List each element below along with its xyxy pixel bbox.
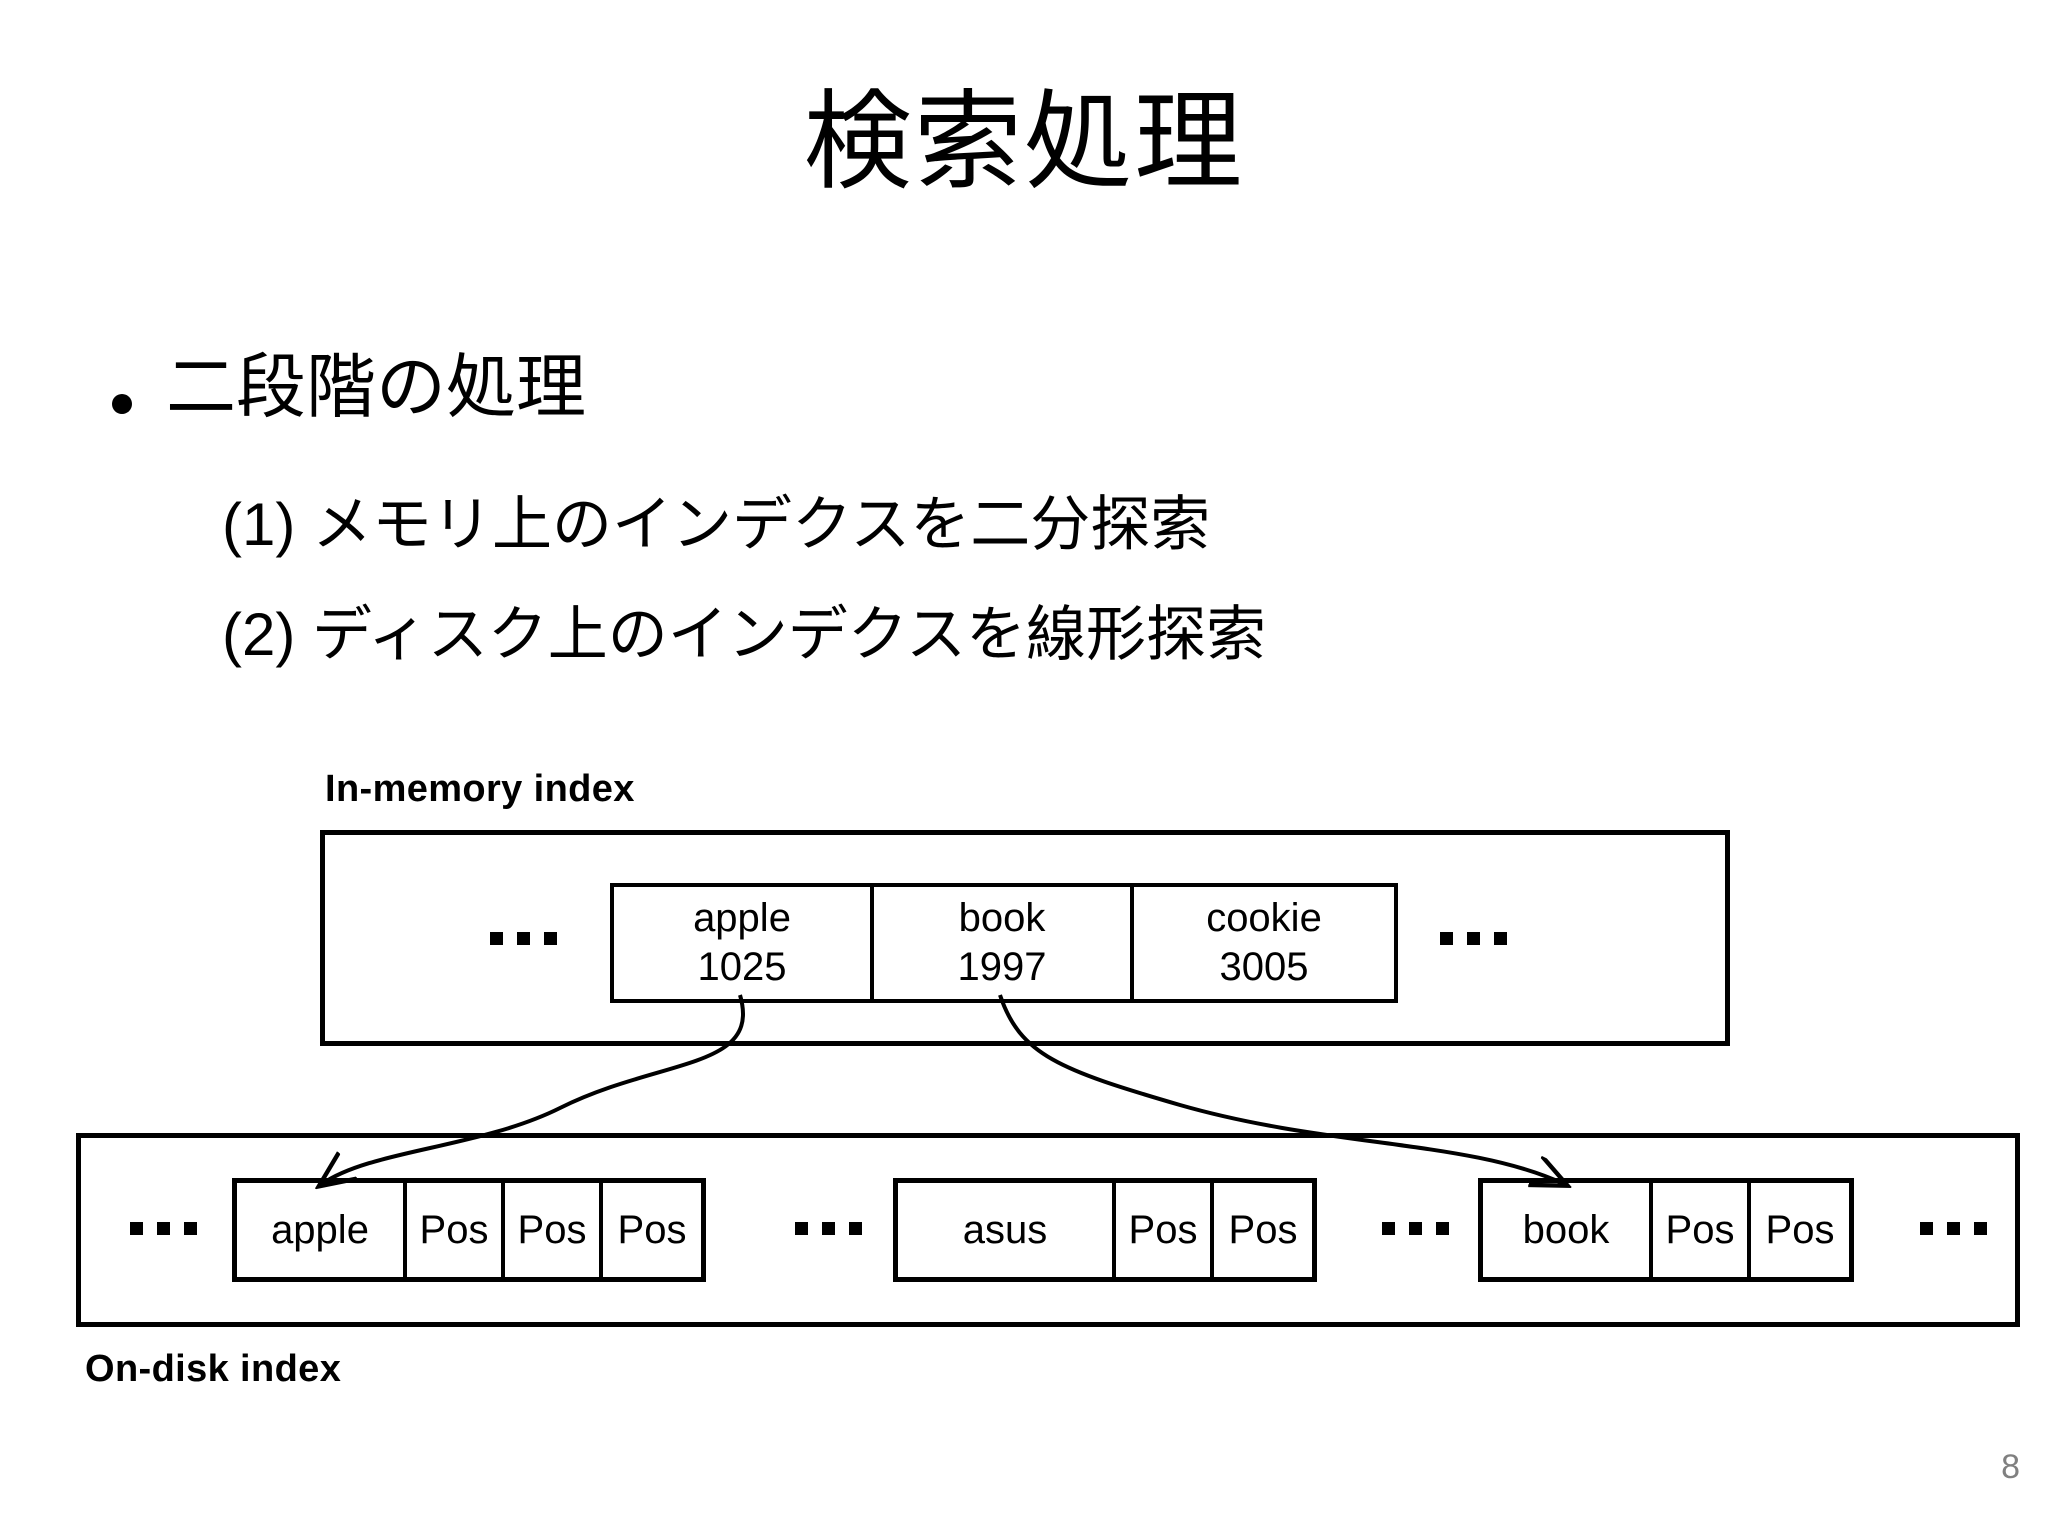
in-memory-entry-pos: 1025 [697,945,787,989]
bullet-item-label: 二段階の処理 [166,348,586,426]
page-number: 8 [2001,1448,2020,1486]
on-disk-ellipsis-1-icon [795,1222,862,1235]
on-disk-group-apple[interactable]: apple Pos Pos Pos [232,1178,706,1282]
on-disk-ellipsis-2-icon [1382,1222,1449,1235]
on-disk-index-label: On-disk index [85,1348,342,1390]
on-disk-pos-cell: Pos [407,1183,505,1277]
in-memory-entry-cookie[interactable]: cookie 3005 [1134,887,1394,999]
on-disk-group-key: apple [237,1183,407,1277]
in-memory-entry-word: book [958,896,1046,941]
on-disk-pos-cell: Pos [505,1183,603,1277]
bullet-item: 二段階の処理 [112,352,586,422]
on-disk-pos-cell: Pos [1765,1207,1835,1252]
page-title: 検索処理 [803,81,1245,202]
on-disk-group-key: book [1483,1183,1653,1277]
in-memory-entry-list: apple 1025 book 1997 cookie 3005 [610,883,1398,1003]
in-memory-right-ellipsis-icon [1440,932,1507,945]
on-disk-pos-cell: Pos [1653,1183,1751,1277]
on-disk-group-asus[interactable]: asus Pos Pos [893,1178,1317,1282]
on-disk-pos-cell: Pos [1228,1207,1298,1252]
in-memory-left-ellipsis-icon [490,932,557,945]
on-disk-pos-cell: Pos [617,1207,687,1252]
on-disk-group-book[interactable]: book Pos Pos [1478,1178,1854,1282]
in-memory-entry-word: apple [693,896,791,941]
on-disk-group-key: asus [898,1183,1116,1277]
bullet-dot-icon [112,394,132,414]
in-memory-entry-pos: 1997 [957,945,1047,989]
on-disk-ellipsis-3-icon [1920,1222,1987,1235]
in-memory-entry-pos: 3005 [1219,945,1309,989]
step-2-label: (2) ディスク上のインデクスを線形探索 [222,601,1266,668]
in-memory-index-label: In-memory index [325,768,635,810]
in-memory-entry-book[interactable]: book 1997 [874,887,1134,999]
step-1-label: (1) メモリ上のインデクスを二分探索 [222,491,1211,558]
on-disk-ellipsis-0-icon [130,1222,197,1235]
in-memory-entry-apple[interactable]: apple 1025 [614,887,874,999]
on-disk-pos-cell: Pos [1116,1183,1214,1277]
in-memory-entry-word: cookie [1206,896,1322,941]
